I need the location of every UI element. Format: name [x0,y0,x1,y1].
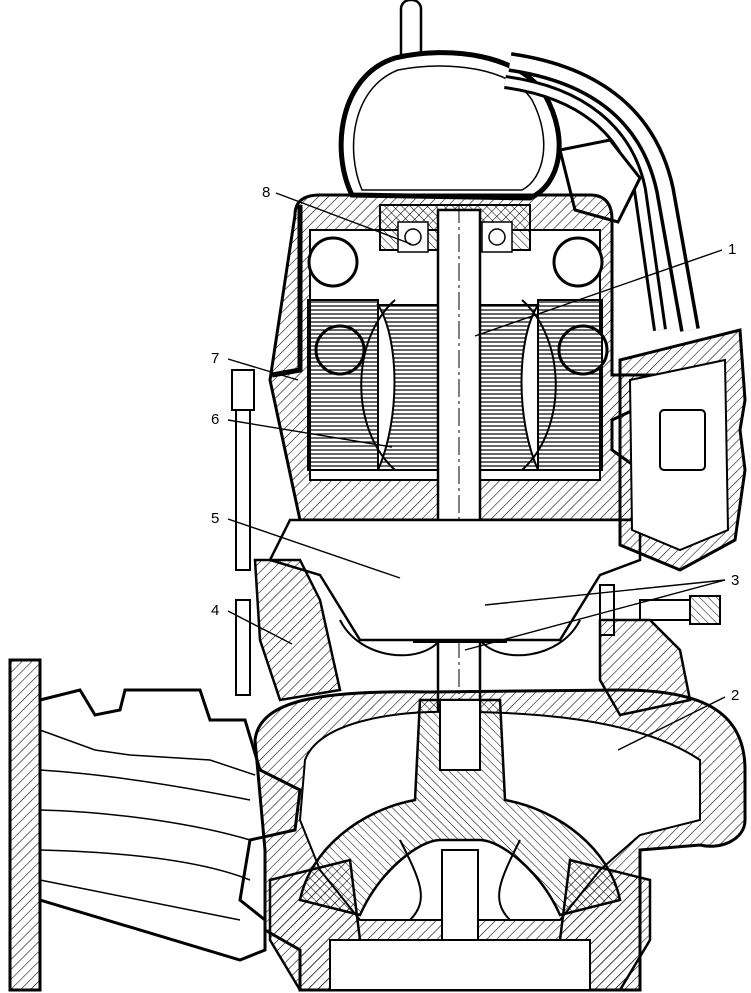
callout-4: 4 [211,602,219,619]
leader-8 [275,192,412,245]
stator [307,299,603,471]
leader-4 [227,610,293,645]
terminal-box [618,328,747,625]
leader-6 [227,419,393,448]
callout-5: 5 [211,510,219,527]
suction-cover [268,858,652,992]
callout-8: 8 [262,184,270,201]
leader-5 [227,518,401,579]
discharge-flange [8,658,302,992]
leader-lines [227,192,726,751]
bolts [231,369,615,696]
leader-1 [474,249,723,337]
callout-1: 1 [728,241,736,258]
callout-2: 2 [731,687,739,704]
leader-3b [464,579,726,651]
callout-6: 6 [211,411,219,428]
callout-7: 7 [211,350,219,367]
shaft [436,205,482,990]
leader-2 [617,696,726,751]
callout-labels: 1 2 3 4 5 6 7 8 [211,184,739,704]
callout-3: 3 [731,572,739,589]
power-cable [504,52,700,332]
leader-3a [484,579,726,606]
leader-7 [227,358,299,381]
rotor [360,299,557,471]
